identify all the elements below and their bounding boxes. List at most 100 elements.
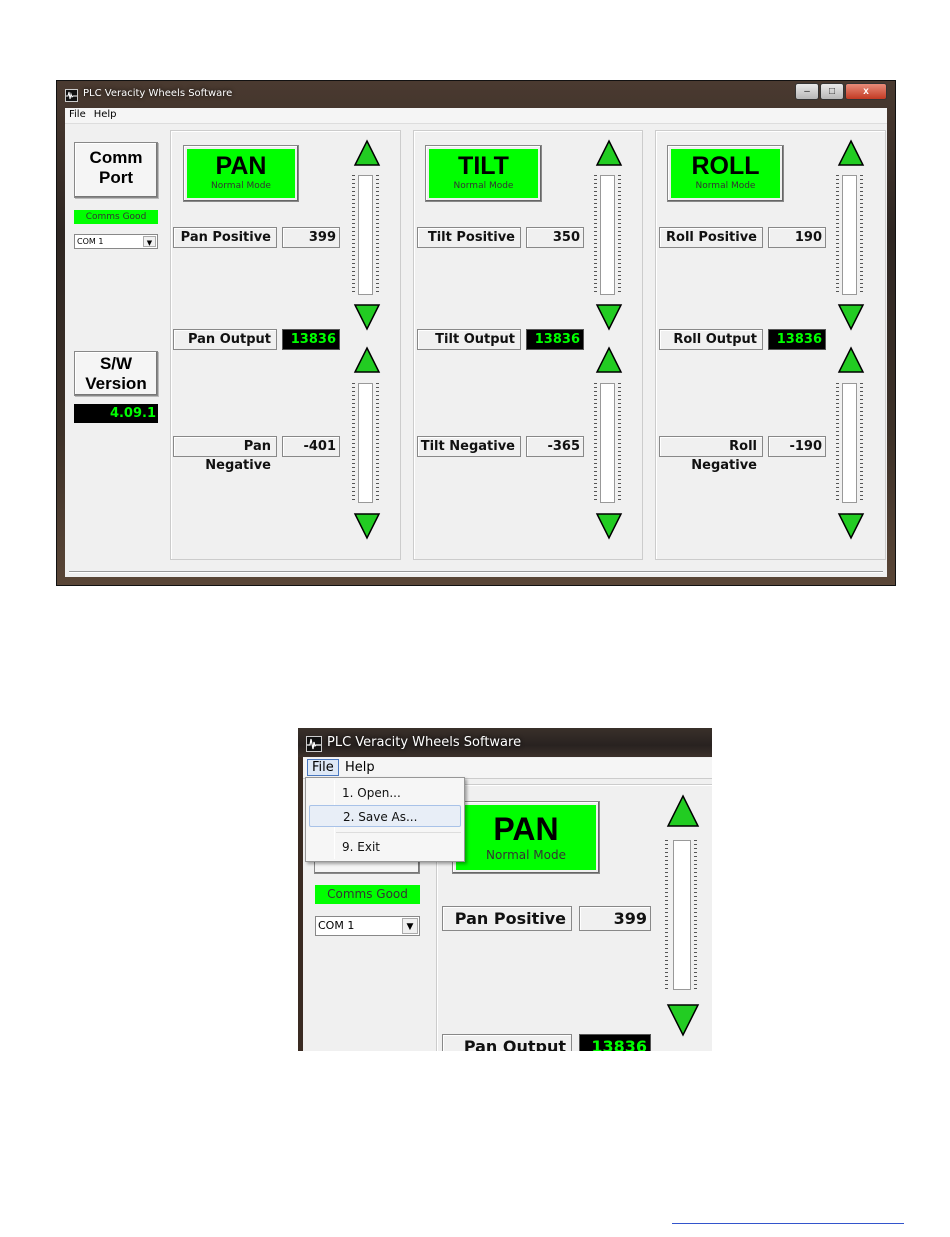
pan-mode-name: PAN <box>215 152 267 180</box>
menu-separator <box>336 832 461 833</box>
zoomed-pan-mode-button[interactable]: PAN Normal Mode <box>452 801 600 874</box>
zoomed-slider-ticks-left <box>665 840 668 990</box>
roll-mode-text: Normal Mode <box>695 181 756 191</box>
tilt-positive-value: 350 <box>526 227 584 248</box>
minimize-button[interactable]: – <box>795 83 819 100</box>
pan-positive-slider[interactable] <box>358 175 373 295</box>
zoomed-up-arrow-icon[interactable] <box>666 794 700 828</box>
zoomed-pan-mode-text: Normal Mode <box>486 848 566 862</box>
menu-item-open[interactable]: 1. Open... <box>342 786 401 800</box>
window-title: PLC Veracity Wheels Software <box>83 88 233 99</box>
tilt-positive-up-arrow-icon[interactable] <box>595 139 623 167</box>
zoomed-window: PLC Veracity Wheels Software File Help C… <box>298 728 712 1051</box>
roll-output-label: Roll Output <box>659 329 763 350</box>
pan-positive-ticks-left <box>352 175 355 295</box>
tilt-positive-slider[interactable] <box>600 175 615 295</box>
chevron-down-icon[interactable]: ▼ <box>143 236 156 247</box>
zoomed-window-title: PLC Veracity Wheels Software <box>327 735 522 750</box>
pan-output-label: Pan Output <box>173 329 277 350</box>
roll-positive-slider[interactable] <box>842 175 857 295</box>
zoomed-down-arrow-icon[interactable] <box>666 1003 700 1037</box>
client-area: Comm Port Comms Good COM 1 ▼ S/W Version… <box>65 123 887 577</box>
title-bar[interactable]: PLC Veracity Wheels Software – □ x <box>57 81 895 108</box>
status-divider <box>69 571 883 573</box>
zoomed-slider[interactable] <box>673 840 691 990</box>
tilt-mode-button[interactable]: TILT Normal Mode <box>425 145 542 202</box>
roll-negative-value: -190 <box>768 436 826 457</box>
tilt-positive-down-arrow-icon[interactable] <box>595 303 623 331</box>
zoomed-pan-output-label: Pan Output <box>442 1034 572 1051</box>
com-port-select[interactable]: COM 1 ▼ <box>74 234 158 249</box>
main-window: PLC Veracity Wheels Software – □ x File H… <box>56 80 896 586</box>
roll-negative-up-arrow-icon[interactable] <box>837 346 865 374</box>
pan-negative-label: Pan Negative <box>173 436 277 473</box>
roll-mode-button[interactable]: ROLL Normal Mode <box>667 145 784 202</box>
zoomed-pan-positive-label: Pan Positive <box>442 906 572 931</box>
tilt-mode-text: Normal Mode <box>453 181 514 191</box>
tilt-output-value: 13836 <box>526 329 584 350</box>
tilt-negative-down-arrow-icon[interactable] <box>595 512 623 540</box>
zoomed-pan-mode-name: PAN <box>493 811 559 847</box>
zoomed-app-waveform-icon <box>306 736 322 752</box>
pan-positive-down-arrow-icon[interactable] <box>353 303 381 331</box>
pan-negative-slider[interactable] <box>358 383 373 503</box>
menu-item-save-as[interactable]: 2. Save As... <box>309 805 461 827</box>
sw-version-label-2: Version <box>85 374 147 393</box>
pan-negative-down-arrow-icon[interactable] <box>353 512 381 540</box>
sw-version-button[interactable]: S/W Version <box>74 351 158 396</box>
pan-positive-up-arrow-icon[interactable] <box>353 139 381 167</box>
tilt-negative-up-arrow-icon[interactable] <box>595 346 623 374</box>
roll-positive-up-arrow-icon[interactable] <box>837 139 865 167</box>
zoomed-chevron-down-icon[interactable]: ▼ <box>402 918 418 934</box>
zoomed-com-port-select[interactable]: COM 1 ▼ <box>315 916 420 936</box>
menu-item-exit[interactable]: 9. Exit <box>342 840 380 854</box>
tilt-negative-value: -365 <box>526 436 584 457</box>
tilt-negative-slider[interactable] <box>600 383 615 503</box>
pan-negative-up-arrow-icon[interactable] <box>353 346 381 374</box>
version-display: 4.09.1 <box>74 404 158 423</box>
tilt-mode-name: TILT <box>458 152 509 180</box>
pan-output-value: 13836 <box>282 329 340 350</box>
roll-output-value: 13836 <box>768 329 826 350</box>
file-dropdown-menu: 1. Open... 2. Save As... 9. Exit <box>305 777 465 862</box>
comm-port-button[interactable]: Comm Port <box>74 142 158 198</box>
roll-positive-label: Roll Positive <box>659 227 763 248</box>
roll-negative-slider[interactable] <box>842 383 857 503</box>
zoomed-com-port-value: COM 1 <box>318 919 355 932</box>
zoomed-client-divider <box>303 778 712 779</box>
zoomed-pan-positive-value: 399 <box>579 906 651 931</box>
menu-bar: File Help <box>65 108 887 123</box>
tilt-positive-label: Tilt Positive <box>417 227 521 248</box>
tilt-positive-ticks-right <box>618 175 621 295</box>
menu-file[interactable]: File <box>69 109 86 120</box>
pan-negative-ticks-right <box>376 383 379 503</box>
pan-negative-value: -401 <box>282 436 340 457</box>
roll-positive-ticks-right <box>860 175 863 295</box>
roll-negative-label: Roll Negative <box>659 436 763 473</box>
maximize-button[interactable]: □ <box>820 83 844 100</box>
pan-mode-button[interactable]: PAN Normal Mode <box>183 145 299 202</box>
roll-positive-ticks-left <box>836 175 839 295</box>
zoomed-title-bar[interactable]: PLC Veracity Wheels Software <box>298 728 712 757</box>
pan-mode-text: Normal Mode <box>211 181 271 191</box>
tilt-negative-ticks-left <box>594 383 597 503</box>
pan-positive-label: Pan Positive <box>173 227 277 248</box>
sw-version-label-1: S/W <box>99 354 133 373</box>
zoomed-pan-output-value: 13836 <box>579 1034 651 1051</box>
menu-help[interactable]: Help <box>93 109 117 120</box>
roll-positive-down-arrow-icon[interactable] <box>837 303 865 331</box>
tilt-panel: TILT Normal Mode Tilt Positive 350 Tilt … <box>413 130 643 560</box>
zoomed-slider-ticks-right <box>694 840 697 990</box>
zoomed-menu-file[interactable]: File <box>307 759 339 776</box>
zoomed-window-border <box>298 757 303 1051</box>
zoomed-menu-bar: File Help <box>303 758 712 778</box>
roll-panel: ROLL Normal Mode Roll Positive 190 Roll … <box>655 130 886 560</box>
com-port-value: COM 1 <box>77 237 104 246</box>
roll-negative-ticks-right <box>860 383 863 503</box>
close-button[interactable]: x <box>845 83 887 100</box>
pan-positive-value: 399 <box>282 227 340 248</box>
zoomed-comms-status-badge: Comms Good <box>315 885 420 904</box>
roll-negative-down-arrow-icon[interactable] <box>837 512 865 540</box>
zoomed-menu-help[interactable]: Help <box>345 760 375 775</box>
pan-negative-ticks-left <box>352 383 355 503</box>
